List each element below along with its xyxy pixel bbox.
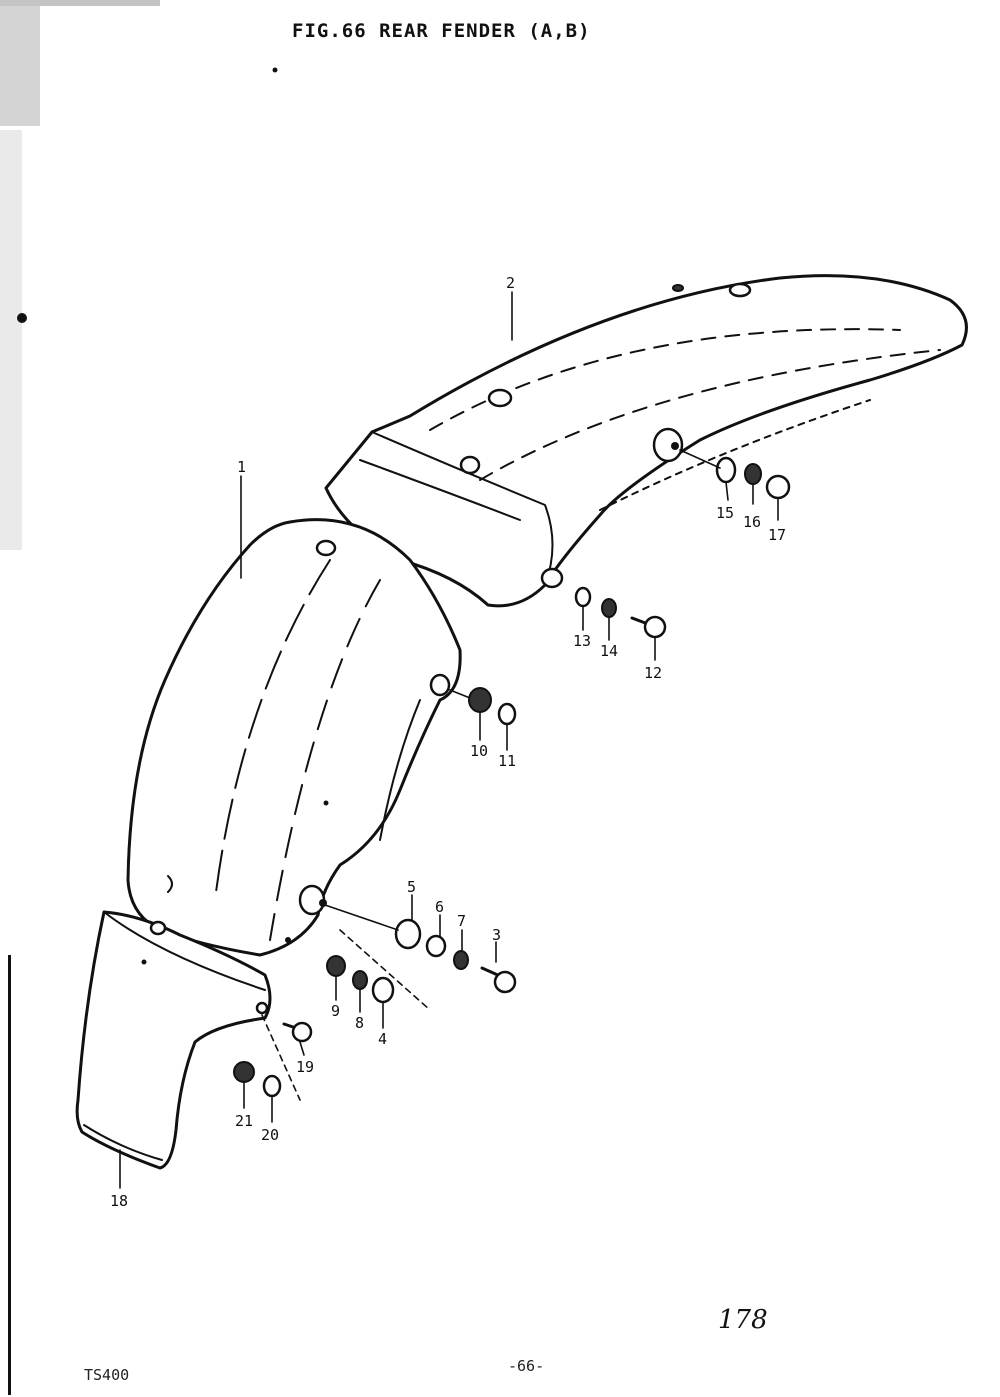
model-label: TS400 [84,1366,130,1384]
page-number: -66- [508,1357,545,1375]
mud-flap-part-18 [75,910,272,1170]
callout-21: 21 [235,1112,253,1130]
callout-2: 2 [506,274,515,292]
callout-14: 14 [600,642,618,660]
callout-labels: 1 2 3 4 5 6 7 8 9 10 11 12 13 14 15 16 1… [110,274,786,1210]
scan-noise [0,0,278,1395]
callout-5: 5 [407,878,416,896]
callout-17: 17 [768,526,786,544]
callout-1: 1 [237,458,246,476]
hardware-parts [233,456,791,1098]
callout-20: 20 [261,1126,279,1144]
callout-16: 16 [743,513,761,531]
callout-7: 7 [457,912,466,930]
callout-10: 10 [470,742,488,760]
leader-lines [119,291,779,1189]
callout-9: 9 [331,1002,340,1020]
upper-rear-fender-part-2 [324,274,968,608]
callout-15: 15 [716,504,734,522]
callout-13: 13 [573,632,591,650]
callout-11: 11 [498,752,516,770]
callout-8: 8 [355,1014,364,1032]
callout-19: 19 [296,1058,314,1076]
figure-title: FIG.66 REAR FENDER (A,B) [292,20,591,42]
handwritten-note: 178 [718,1305,768,1335]
callout-18: 18 [110,1192,128,1210]
callout-6: 6 [435,898,444,916]
callout-12: 12 [644,664,662,682]
callout-3: 3 [492,926,501,944]
callout-4: 4 [378,1030,387,1048]
rear-fender-part-1 [126,518,462,957]
